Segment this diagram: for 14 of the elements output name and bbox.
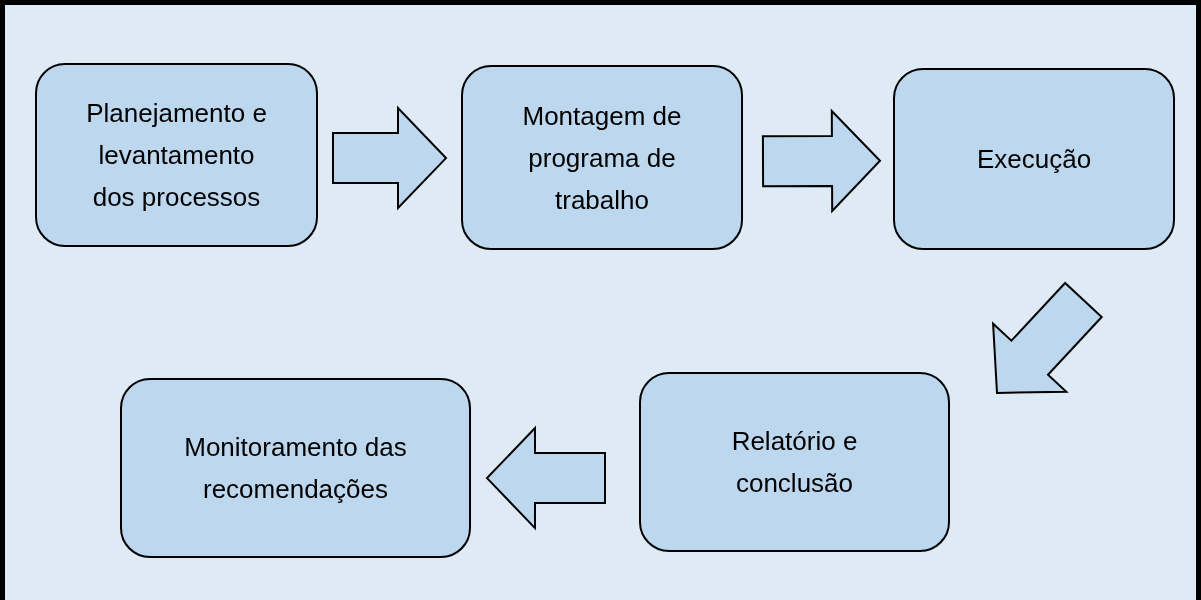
process-box: [639, 372, 950, 552]
box-label: Planejamento e levantamento dos processos: [85, 97, 268, 214]
process-box: [120, 378, 471, 558]
block-arrow: [485, 425, 606, 531]
block-arrow: [761, 108, 882, 214]
process-box: [35, 63, 318, 247]
box-label: Execução: [976, 143, 1092, 176]
block-arrow: [991, 281, 1104, 394]
box-label: Montagem de programa de trabalho: [521, 99, 683, 217]
process-box: [893, 68, 1175, 250]
process-box: [461, 65, 743, 250]
box-label: Monitoramento das recomendações: [183, 431, 408, 506]
block-arrow: [332, 105, 448, 211]
box-label: Relatório e conclusão: [730, 425, 859, 500]
